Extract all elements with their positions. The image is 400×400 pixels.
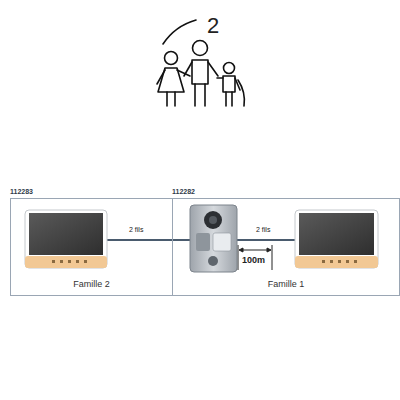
dimension-marker: [238, 245, 272, 270]
family-box: 112283Famille 2: [10, 198, 173, 296]
door-station: [190, 205, 237, 272]
family-icon: [157, 20, 244, 106]
family-box: 112282Famille 1: [172, 198, 400, 296]
wire: [237, 239, 295, 241]
icon-arc: [238, 80, 244, 106]
icon-number: 2: [207, 14, 219, 38]
icon-arc: [163, 20, 196, 44]
family-name: Famille 1: [173, 279, 399, 289]
product-code: 112282: [172, 188, 195, 195]
monitor: [25, 210, 107, 268]
product-code: 112283: [10, 188, 33, 195]
family-name: Famille 2: [11, 279, 172, 289]
wire-label: 2 fils: [255, 226, 271, 234]
wire-label: 2 fils: [128, 226, 144, 234]
monitor: [295, 210, 378, 268]
dimension-label: 100m: [241, 256, 266, 266]
wire: [107, 239, 190, 241]
